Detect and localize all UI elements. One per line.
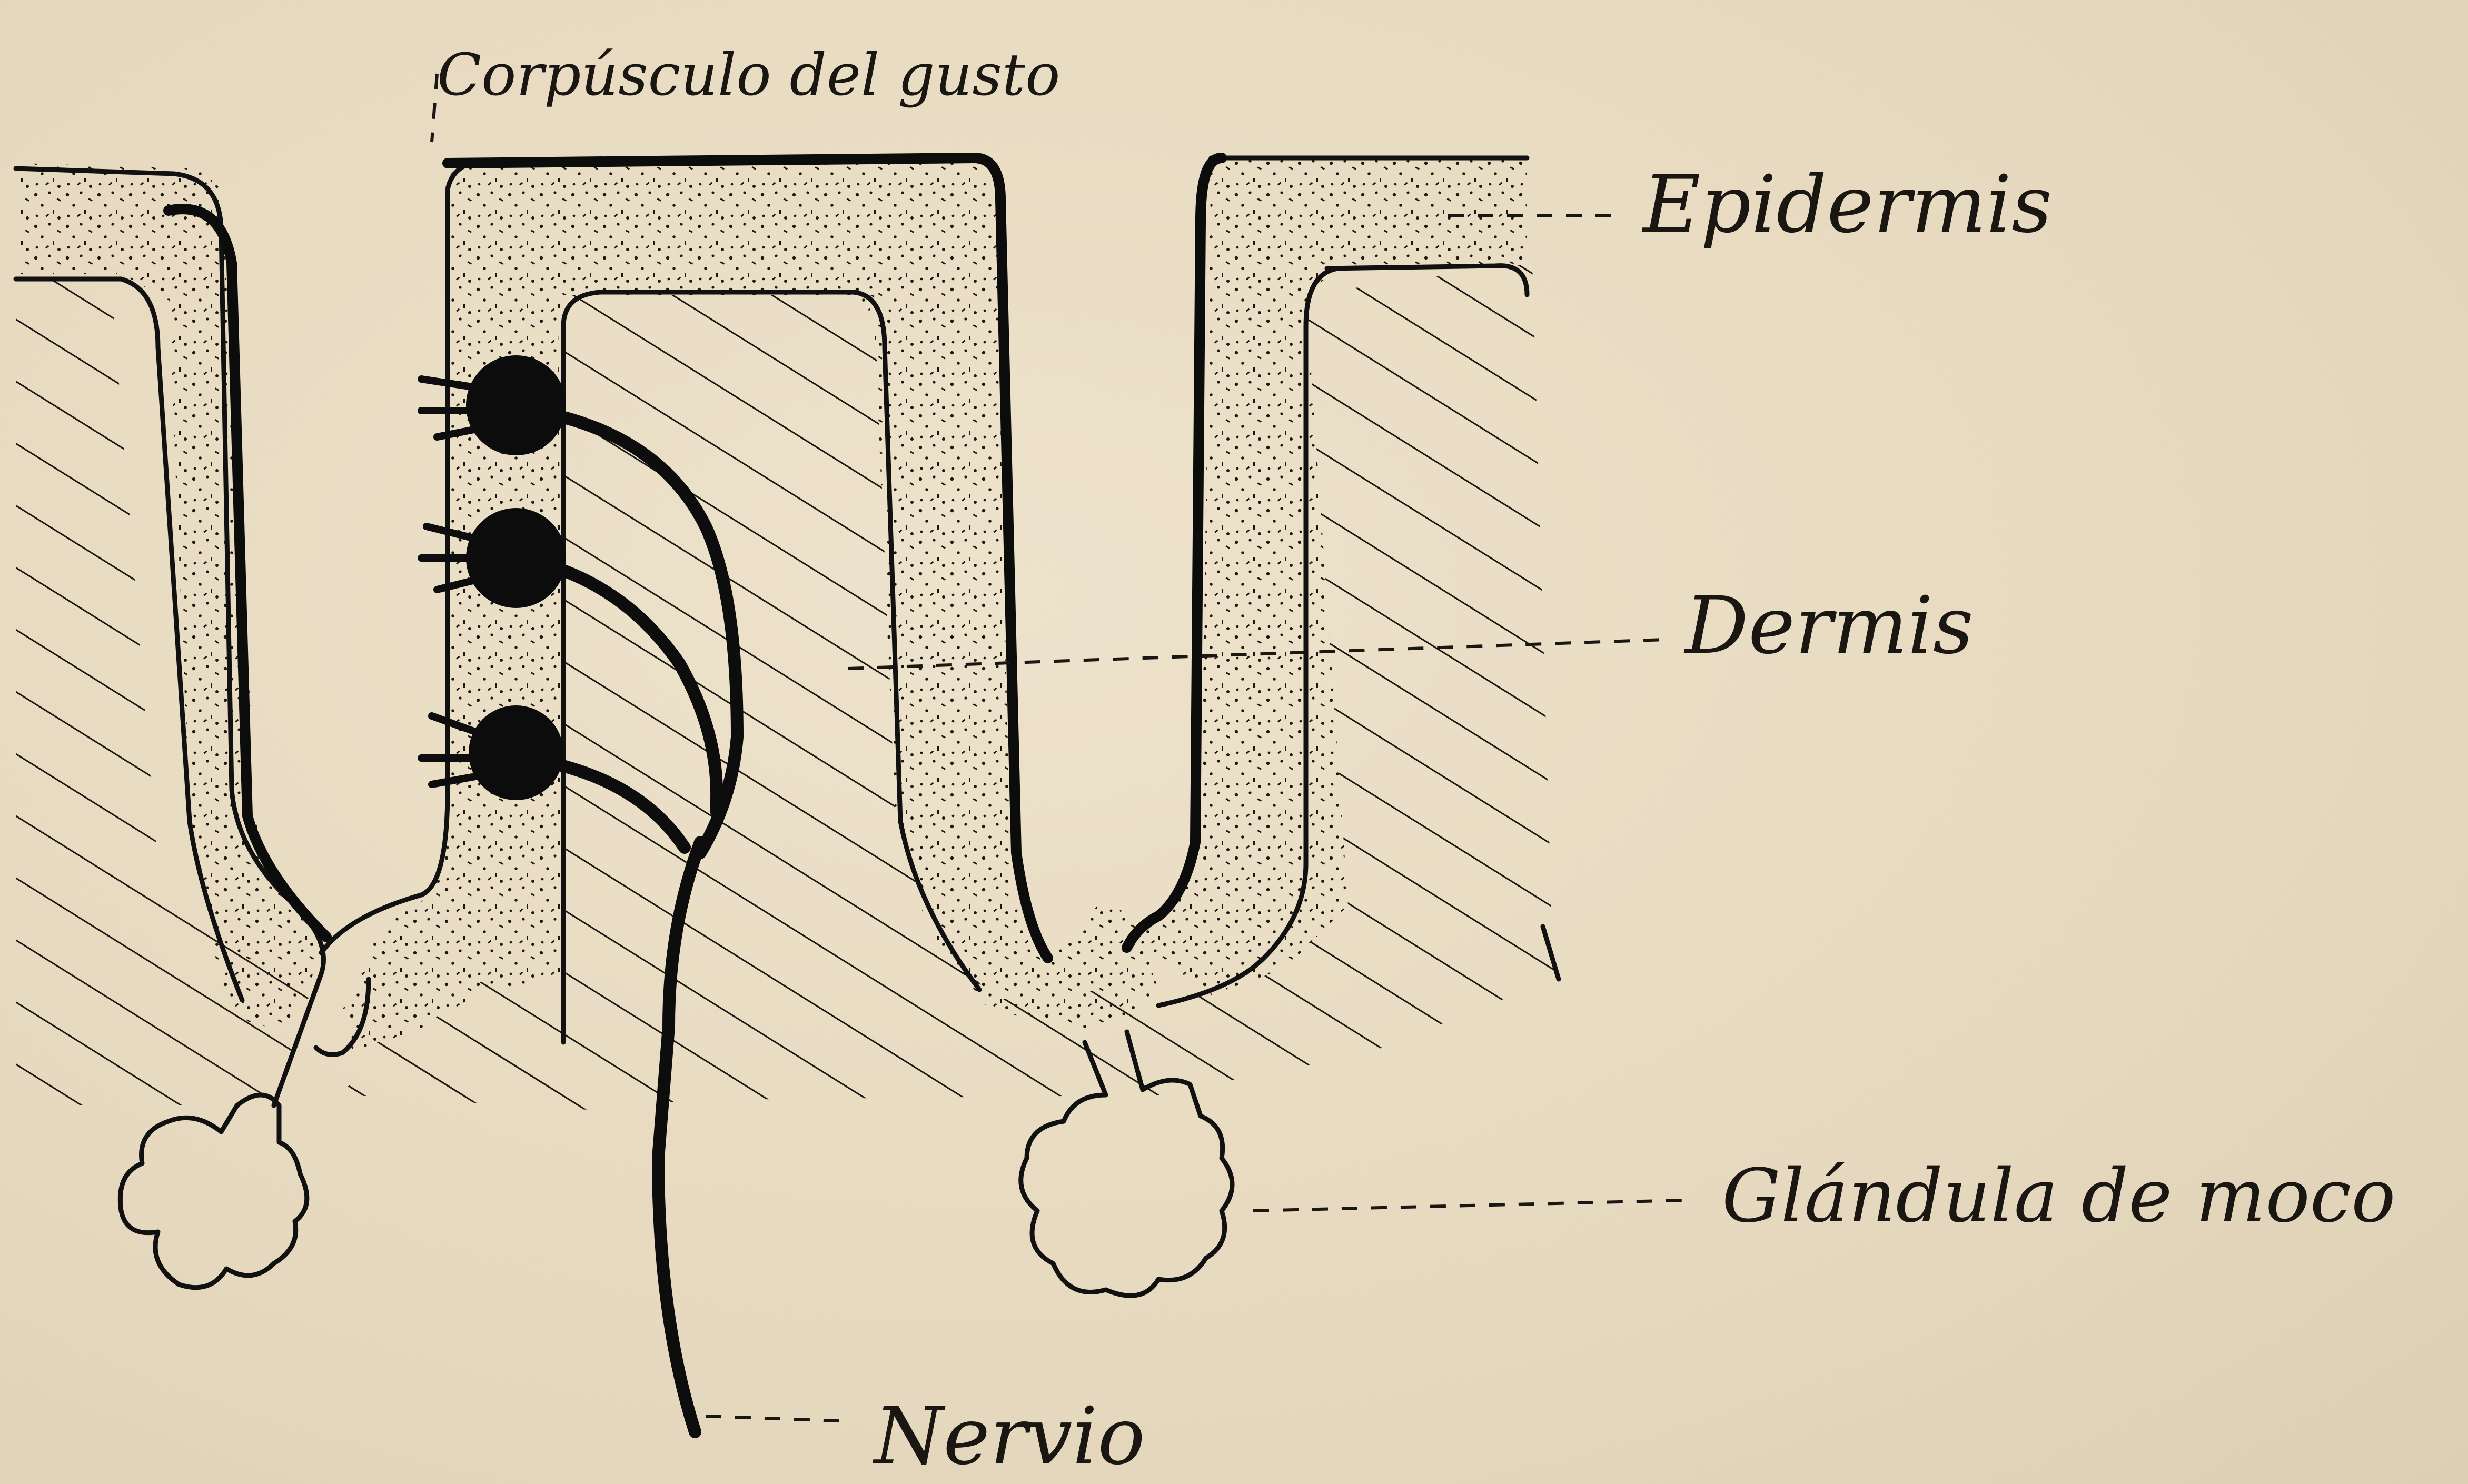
label-glandula: Glándula de moco: [1722, 1153, 2395, 1239]
label-corpusculo: Corpúsculo del gusto: [437, 41, 1060, 108]
mucous-gland-left: [120, 1095, 307, 1288]
label-nervio: Nervio: [873, 1391, 1145, 1482]
label-dermis: Dermis: [1683, 580, 1974, 672]
label-epidermis: Epidermis: [1641, 159, 2052, 251]
